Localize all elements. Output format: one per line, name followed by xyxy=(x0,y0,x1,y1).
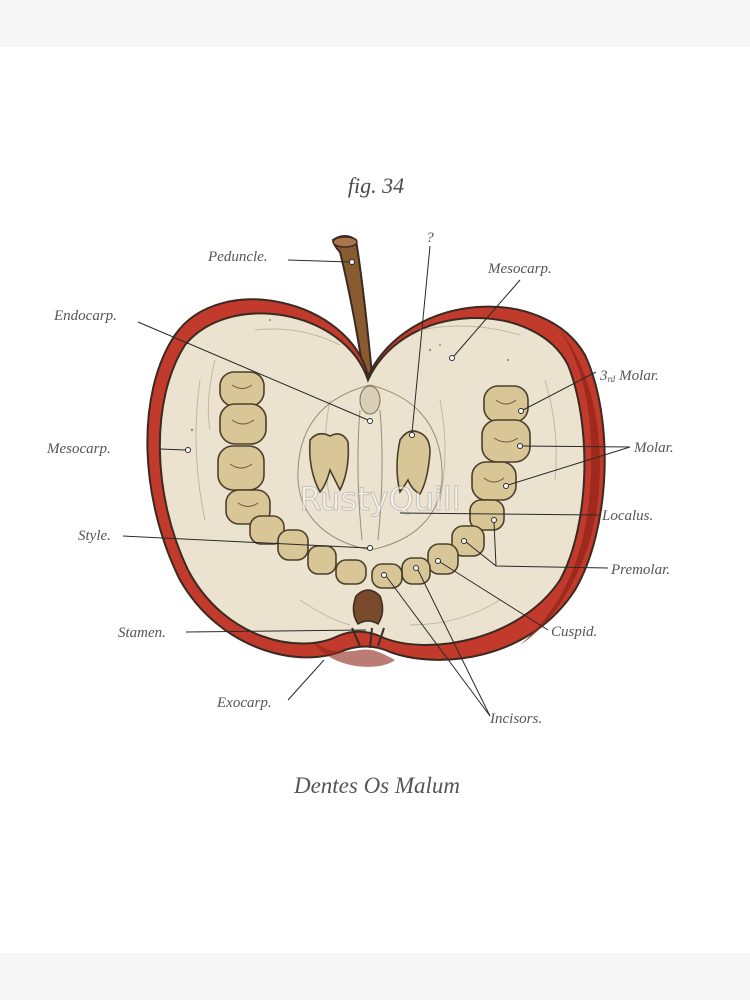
tooth-left-7 xyxy=(307,545,337,575)
stem-tip xyxy=(332,236,358,248)
label-mesocarp-left: Mesocarp. xyxy=(46,441,111,457)
right-dental-arch xyxy=(371,385,531,589)
core-tooth-left xyxy=(308,432,350,494)
tooth-right-8 xyxy=(371,563,403,589)
label-exocarp: Exocarp. xyxy=(216,695,272,711)
label-stamen: Stamen. xyxy=(118,625,166,641)
tooth-right-2 xyxy=(481,419,531,463)
flesh-dots xyxy=(190,319,510,432)
label-peduncle: Peduncle. xyxy=(207,249,268,265)
left-dental-arch xyxy=(217,371,367,585)
skin-shade-bottom xyxy=(312,640,395,667)
figure-caption: Dentes Os Malum xyxy=(293,773,460,798)
stamen-strands xyxy=(351,627,385,649)
core-tooth-right xyxy=(396,430,431,496)
tooth-left-5 xyxy=(249,515,285,545)
apple-teeth-diagram: fig. 34 xyxy=(46,173,674,798)
apple-flesh xyxy=(158,312,586,646)
bottom-seed xyxy=(352,589,384,626)
label-endocarp: Endocarp. xyxy=(53,308,117,324)
figure-title: fig. 34 xyxy=(348,173,404,198)
label-localus: Localus. xyxy=(601,508,653,524)
flesh-texture xyxy=(195,325,557,626)
print-card: fig. 34 xyxy=(0,47,750,953)
label-mesocarp-top: Mesocarp. xyxy=(487,261,552,277)
label-style: Style. xyxy=(78,528,111,544)
leader-lines xyxy=(122,245,631,717)
core-top xyxy=(359,385,381,415)
label-cuspid: Cuspid. xyxy=(551,624,597,640)
tooth-left-8 xyxy=(335,559,367,585)
tooth-right-5 xyxy=(451,525,485,557)
tooth-right-6 xyxy=(427,543,459,575)
label-premolar: Premolar. xyxy=(610,562,670,578)
tooth-right-3 xyxy=(471,461,517,501)
core-outline xyxy=(297,384,443,551)
label-incisors: Incisors. xyxy=(489,711,542,727)
label-molar: Molar. xyxy=(633,440,674,456)
label-question: ? xyxy=(426,230,434,246)
skin-shade-right xyxy=(520,330,600,645)
watermark-text: RustyQuill xyxy=(299,480,460,518)
